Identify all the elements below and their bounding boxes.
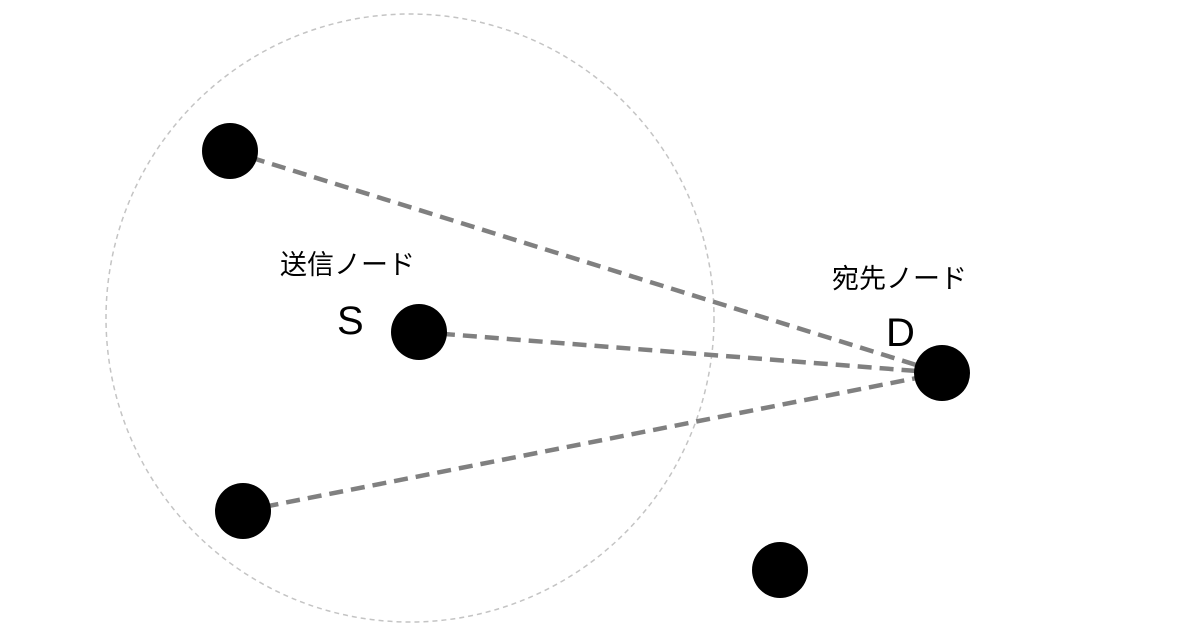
node-outside xyxy=(752,542,808,598)
sender-caption: 送信ノード xyxy=(280,250,415,281)
node-upper-neighbor xyxy=(202,123,258,179)
node-destination xyxy=(914,345,970,401)
node-sender xyxy=(391,304,447,360)
node-lower-neighbor xyxy=(215,483,271,539)
link-sender-to-destination xyxy=(418,329,943,376)
destination-caption: 宛先ノード xyxy=(832,264,967,295)
transmission-range-circle xyxy=(105,13,715,623)
link-upper-neighbor-to-destination xyxy=(229,148,943,376)
link-lower-neighbor-to-destination xyxy=(242,370,943,514)
sender-letter: S xyxy=(337,299,364,343)
destination-letter: D xyxy=(886,311,915,355)
